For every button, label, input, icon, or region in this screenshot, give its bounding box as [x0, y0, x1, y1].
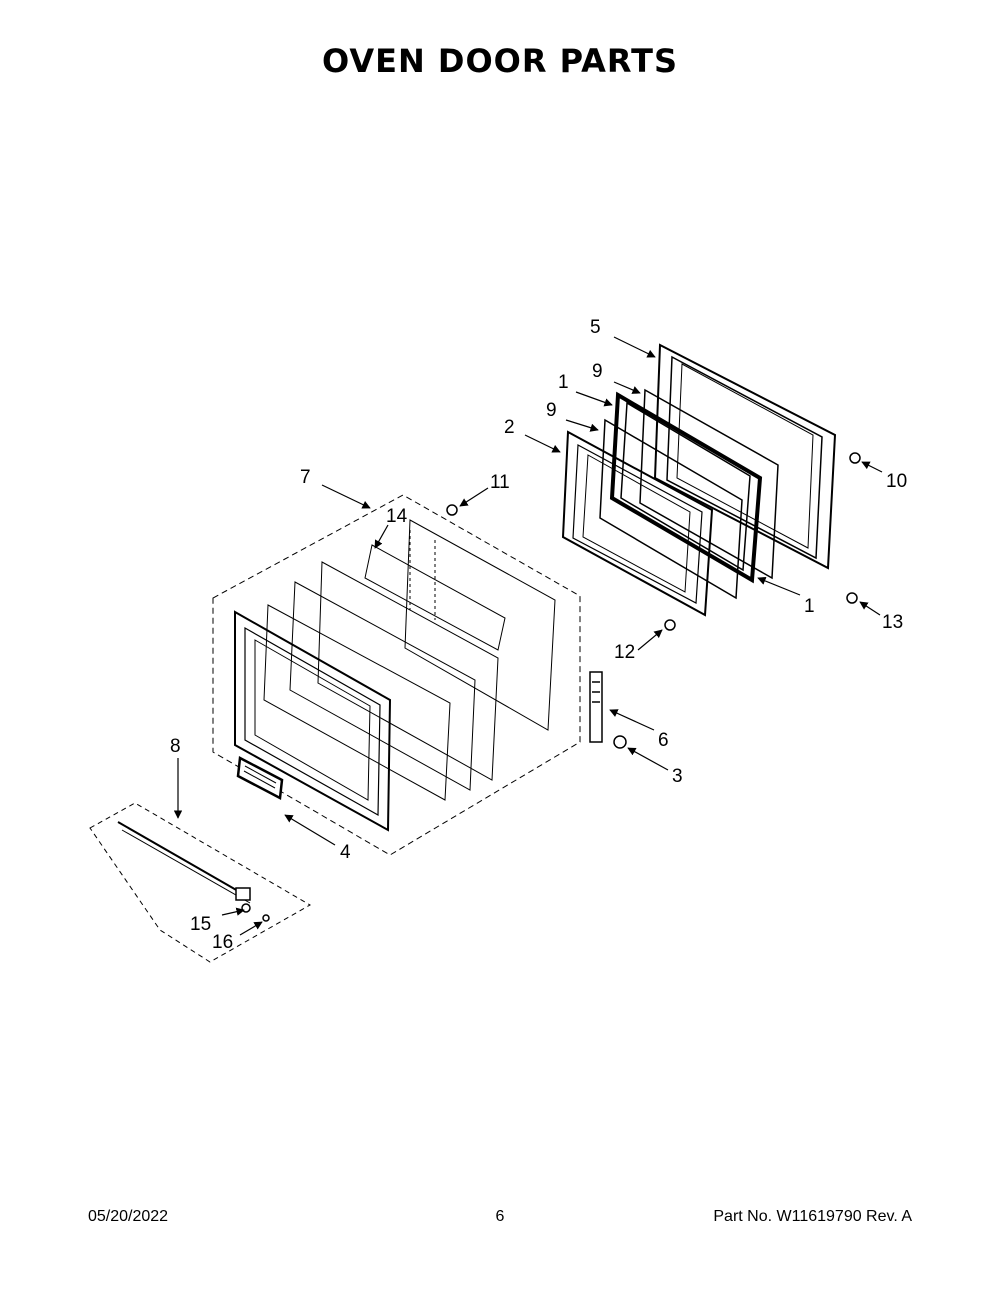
screw-10: [849, 452, 861, 464]
part-9-front-glass: [599, 418, 743, 600]
screw-11: [446, 504, 458, 516]
part-1-gasket-frame: [609, 391, 763, 584]
callout-1: 1: [804, 596, 815, 617]
part-4-vent: [236, 756, 284, 800]
screw-3: [613, 735, 627, 749]
part-7-door-assembly-outline: [212, 494, 581, 856]
callout-9: 9: [592, 361, 603, 382]
screw-13: [846, 592, 858, 604]
part-8-hinge-rod-assembly: [89, 802, 312, 963]
leader-arrows: [173, 336, 883, 936]
callout-6: 6: [658, 730, 669, 751]
footer-date: 05/20/2022: [88, 1208, 169, 1225]
screw-12: [664, 619, 676, 631]
page-title: OVEN DOOR PARTS: [322, 42, 678, 80]
footer-page-number: 6: [495, 1208, 505, 1225]
callout-14: 14: [386, 506, 408, 527]
callout-16: 16: [212, 932, 233, 953]
part-5-outer-frame: [653, 343, 837, 570]
screw-16: [262, 914, 270, 922]
footer-part-number: Part No. W11619790 Rev. A: [713, 1208, 912, 1225]
callout-11: 11: [490, 472, 510, 493]
callout-13: 13: [882, 612, 903, 633]
fasteners: [241, 452, 861, 922]
callout-10: 10: [886, 471, 907, 492]
part-6-hinge: [589, 671, 603, 743]
part-2-inner-frame: [561, 430, 714, 617]
callout-4: 4: [340, 842, 351, 863]
callout-8: 8: [170, 736, 181, 757]
callout-12: 12: [614, 642, 635, 663]
callout-7: 7: [300, 467, 311, 488]
part-4-front-door-panel: [234, 610, 392, 832]
callout-9: 9: [546, 400, 557, 421]
screw-15: [241, 903, 251, 913]
callout-3: 3: [672, 766, 683, 787]
door-inner-panels: [263, 519, 556, 801]
callout-5: 5: [590, 317, 601, 338]
callout-2: 2: [504, 417, 515, 438]
callout-1: 1: [558, 372, 569, 393]
part-9-rear-glass: [639, 388, 779, 580]
callout-15: 15: [190, 914, 211, 935]
